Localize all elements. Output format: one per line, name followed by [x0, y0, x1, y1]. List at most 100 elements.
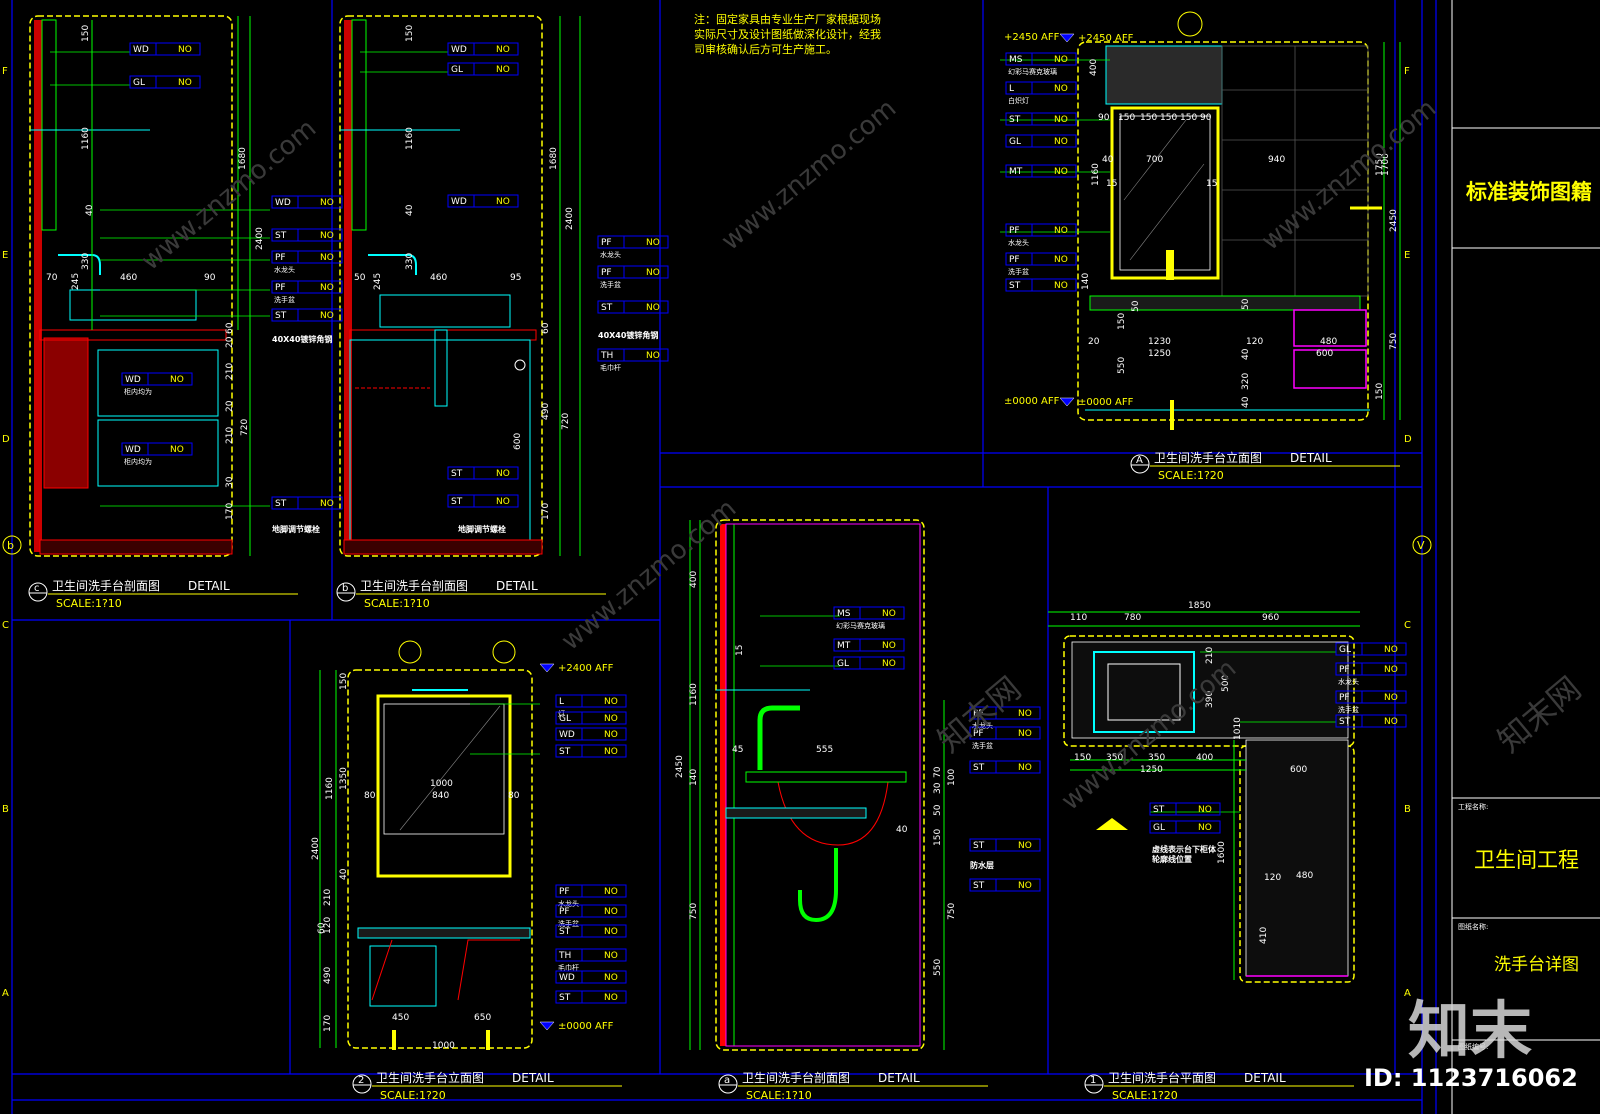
dimension-value: 150 [339, 673, 349, 690]
material-tag-box [121, 442, 193, 456]
material-tag-box [1005, 112, 1077, 126]
material-tag-desc: 洗手盆 [600, 280, 621, 289]
dimension-value: 1250 [1140, 765, 1163, 775]
dimension-value: 40 [1241, 348, 1251, 360]
material-tag-code: PF [1339, 693, 1350, 703]
material-tag-no: NO [604, 973, 618, 983]
material-tag-desc: 白炽灯 [1008, 96, 1029, 105]
dimension-value: 750 [1389, 333, 1399, 350]
level-marker [1059, 33, 1075, 43]
view-1-plan [1048, 611, 1360, 983]
material-tag-box [555, 727, 627, 741]
view-title: 卫生间洗手台剖面图 [360, 578, 468, 593]
material-tag-box [555, 884, 627, 898]
material-tag-box [1005, 164, 1077, 178]
material-tag-code: WD [133, 45, 149, 55]
view-note-text: 地脚调节螺栓 [458, 524, 506, 534]
material-tag-code: MS [837, 609, 851, 619]
dimension-value: 2400 [565, 207, 575, 230]
view-A-elevation [1077, 11, 1401, 430]
material-tag-code: MT [837, 641, 851, 651]
dimension-value: 60 [541, 322, 551, 334]
dimension-value: 720 [240, 419, 250, 436]
material-tag-no: NO [1384, 645, 1398, 655]
dimension-value: 1600 [1217, 841, 1227, 864]
material-tag-desc: 水龙头 [600, 250, 621, 259]
view-title-detail: DETAIL [878, 1071, 920, 1085]
dimension-value: 410 [1259, 927, 1269, 944]
material-tag-no: NO [604, 927, 618, 937]
material-tag-no: NO [1198, 805, 1212, 815]
dimension-value: 1250 [1148, 349, 1171, 359]
material-tag-box [447, 466, 519, 480]
material-tag-code: ST [1009, 281, 1021, 291]
dimension-value: 80 [364, 791, 376, 801]
material-tag-no: NO [1384, 717, 1398, 727]
material-tag-box [1335, 662, 1407, 676]
dimension-value: 1680 [549, 147, 559, 170]
material-tag-box [969, 706, 1041, 720]
material-tag-no: NO [1054, 226, 1068, 236]
material-tag-no: NO [646, 238, 660, 248]
sheet-frame [11, 0, 1437, 1114]
material-tag-box [597, 265, 669, 279]
dimension-value: 210 [225, 427, 235, 444]
material-tag-code: TH [600, 351, 613, 361]
material-tag-code: ST [1009, 115, 1021, 125]
material-tag-no: NO [604, 993, 618, 1003]
material-tag-box [597, 300, 669, 314]
dimension-value: 400 [1196, 753, 1213, 763]
material-tag-box [271, 496, 343, 510]
grid-letter-right: A [1404, 988, 1411, 999]
dimension-value: 45 [732, 745, 743, 755]
view-a-section [689, 519, 945, 1051]
dimension-value: 60 [317, 922, 327, 934]
dimension-value: 30 [225, 476, 235, 488]
material-tag-code: PF [601, 268, 612, 278]
dimension-value: 940 [1268, 155, 1285, 165]
view-c-section [29, 15, 270, 557]
material-tag-no: NO [320, 311, 334, 321]
material-tag-code: ST [1339, 717, 1351, 727]
view-title: 卫生间洗手台平面图 [1108, 1070, 1216, 1085]
dimension-value: 350 [1106, 753, 1123, 763]
material-tag-code: ST [559, 927, 571, 937]
material-tag-box [1005, 252, 1077, 266]
material-tag-desc: 洗手盆 [972, 741, 993, 750]
watermark-logo: 知末 [1408, 994, 1533, 1067]
material-tag-box [447, 494, 519, 508]
note-line-2: 实际尺寸及设计图纸做深化设计，经我 [694, 28, 881, 41]
material-tag-no: NO [646, 268, 660, 278]
dimension-value: 70 [933, 766, 943, 778]
material-tag-box [597, 348, 669, 362]
view-tag-circle [352, 1074, 372, 1094]
dimension-value: 1750 [1375, 153, 1385, 176]
dimension-value: 80 [508, 791, 520, 801]
material-tag-desc: 毛巾杆 [600, 363, 621, 372]
dimension-value: 550 [933, 959, 943, 976]
dimension-value: 150 [1375, 383, 1385, 400]
dimension-value: 330 [405, 253, 415, 270]
material-tag-code: PF [559, 887, 570, 897]
dimension-value: 40 [339, 868, 349, 880]
dimension-value: 245 [71, 273, 81, 290]
view-note-text: 轮廓线位置 [1152, 854, 1192, 864]
dimension-value: 140 [689, 769, 699, 786]
dimension-value: 150 [1074, 753, 1091, 763]
material-tag-desc: 柜内均为 [124, 387, 152, 396]
material-tag-box [1149, 820, 1221, 834]
dimension-value: 50 [1241, 298, 1251, 310]
material-tag-box [271, 195, 343, 209]
view-note-text: 防水层 [970, 860, 994, 870]
view-title: 卫生间洗手台剖面图 [52, 578, 160, 593]
view-tag-circle [718, 1074, 738, 1094]
grid-letter-left: D [2, 434, 10, 445]
material-tag-no: NO [178, 78, 192, 88]
material-tag-code: PF [1009, 255, 1020, 265]
material-tag-box [1005, 223, 1077, 237]
material-tag-no: NO [1384, 693, 1398, 703]
view-scale: SCALE:1?20 [1112, 1089, 1178, 1102]
material-tag-desc: 幻彩马赛克玻璃 [836, 621, 885, 630]
view-tag-letter: A [1136, 455, 1143, 466]
dimension-value: 210 [225, 363, 235, 380]
